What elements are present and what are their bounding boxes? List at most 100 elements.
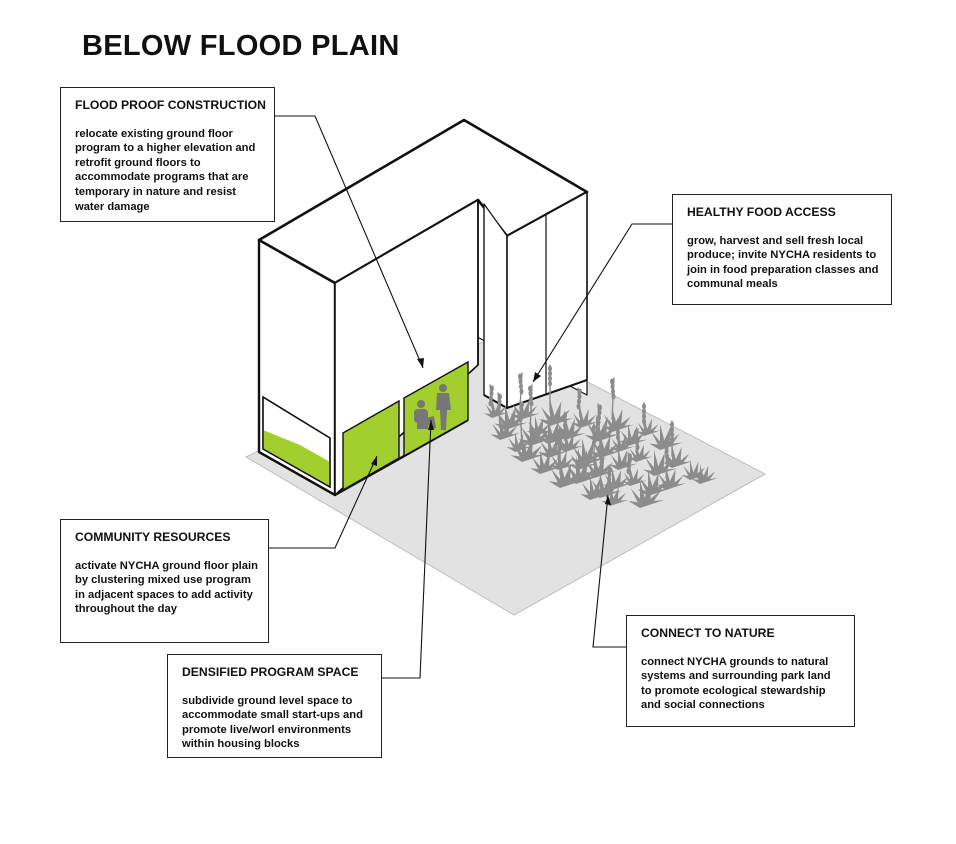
- seed-head-icon: [607, 471, 612, 478]
- grass-clump-icon: [556, 430, 584, 452]
- seed-head-icon: [563, 422, 567, 429]
- grass-clump-icon: [637, 470, 671, 496]
- seed-head-icon: [635, 444, 640, 451]
- grass-clump-icon: [571, 406, 599, 428]
- seed-head-icon: [592, 439, 596, 446]
- seed-head-icon: [634, 434, 639, 441]
- seed-head-icon: [489, 390, 494, 397]
- seed-head-icon: [518, 373, 522, 380]
- seed-head-icon: [497, 398, 502, 405]
- callout-healthy-food-access: HEALTHY FOOD ACCESS grow, harvest and se…: [672, 194, 892, 305]
- seed-head-icon: [597, 414, 601, 421]
- seed-head-icon: [610, 383, 615, 390]
- seed-head-icon: [529, 400, 534, 407]
- seed-head-icon: [490, 385, 494, 392]
- leader-flood-proof: [275, 115, 424, 369]
- page-title: BELOW FLOOD PLAIN: [82, 30, 400, 62]
- grass-clump-icon: [506, 431, 533, 452]
- grass-clump-icon: [610, 432, 635, 452]
- grass-clump-icon: [530, 450, 561, 474]
- seed-head-icon: [518, 416, 523, 423]
- seed-head-icon: [592, 429, 596, 436]
- callout-densified-program-space: DENSIFIED PROGRAM SPACE subdivide ground…: [167, 654, 382, 758]
- grass-clump-icon: [484, 364, 718, 508]
- seed-head-icon: [599, 459, 604, 466]
- seed-head-icon: [577, 393, 582, 400]
- seed-head-icon: [578, 388, 582, 395]
- callout-heading: COMMUNITY RESOURCES: [75, 530, 231, 544]
- leader-densified: [382, 419, 432, 679]
- seed-head-icon: [635, 439, 639, 446]
- program-room-right: [403, 360, 469, 458]
- grass-clump-icon: [656, 466, 687, 490]
- callout-body: grow, harvest and sell fresh local produ…: [687, 234, 879, 291]
- grass-clump-icon: [510, 435, 546, 462]
- grass-clump-icon: [510, 396, 541, 420]
- seed-head-icon: [642, 413, 646, 420]
- grass-clump-icon: [589, 433, 622, 458]
- seed-head-icon: [592, 424, 596, 431]
- seed-head-icon: [616, 424, 620, 431]
- seed-head-icon: [576, 403, 581, 410]
- callout-heading: HEALTHY FOOD ACCESS: [687, 205, 836, 219]
- seed-head-icon: [520, 401, 524, 408]
- seed-head-icon: [519, 411, 523, 418]
- seed-head-icon: [548, 365, 552, 372]
- grass-clump-icon: [643, 450, 677, 476]
- seed-head-icon: [665, 453, 669, 460]
- callout-heading: CONNECT TO NATURE: [641, 626, 775, 640]
- grass-clump-icon: [622, 466, 647, 486]
- grass-clump-icon: [628, 442, 653, 462]
- seed-head-icon: [670, 421, 674, 428]
- leader-nature: [592, 494, 626, 648]
- seed-head-icon: [626, 468, 631, 475]
- seed-head-icon: [558, 442, 562, 449]
- grass-clump-icon: [484, 398, 509, 418]
- seed-head-icon: [548, 370, 552, 377]
- seed-head-icon: [616, 419, 620, 426]
- seed-head-icon: [529, 395, 533, 402]
- seed-head-icon: [563, 412, 567, 419]
- callout-flood-proof-construction: FLOOD PROOF CONSTRUCTION relocate existi…: [60, 87, 275, 222]
- seed-head-icon: [497, 403, 501, 410]
- seed-head-icon: [528, 385, 532, 392]
- seed-head-icon: [670, 426, 674, 433]
- callout-heading: FLOOD PROOF CONSTRUCTION: [75, 98, 266, 112]
- seed-head-icon: [498, 393, 502, 400]
- seed-head-icon: [610, 378, 614, 385]
- leader-healthy-food: [532, 223, 672, 383]
- callout-heading: DENSIFIED PROGRAM SPACE: [182, 665, 359, 679]
- seed-head-icon: [664, 443, 668, 450]
- seed-head-icon: [563, 417, 567, 424]
- grass-clump-icon: [691, 463, 718, 484]
- seed-head-icon: [634, 429, 638, 436]
- seed-head-icon: [548, 375, 552, 382]
- grass-clump-icon: [636, 416, 661, 436]
- grass-clump-icon: [662, 444, 693, 468]
- seed-head-icon: [608, 466, 612, 473]
- callout-body: subdivide ground level space to accommod…: [182, 694, 363, 751]
- seed-head-icon: [558, 427, 562, 434]
- seed-head-icon: [598, 404, 602, 411]
- seed-head-icon: [664, 448, 669, 455]
- grass-clump-icon: [537, 418, 571, 444]
- seed-head-icon: [518, 378, 523, 385]
- seed-head-icon: [488, 400, 493, 407]
- grass-clump-icon: [494, 404, 528, 430]
- seed-head-icon: [597, 409, 602, 416]
- seed-head-icon: [642, 418, 646, 425]
- seed-head-icon: [665, 458, 670, 465]
- seed-head-icon: [519, 383, 523, 390]
- seed-head-icon: [642, 408, 646, 415]
- leader-lines: [269, 115, 672, 679]
- ground-floor-program: [262, 360, 469, 492]
- grass-clump-icon: [649, 424, 683, 450]
- seed-head-icon: [496, 408, 501, 415]
- seed-head-icon: [599, 454, 603, 461]
- callout-connect-to-nature: CONNECT TO NATURE connect NYCHA grounds …: [626, 615, 855, 727]
- callout-body: relocate existing ground floor program t…: [75, 127, 256, 213]
- seed-head-icon: [519, 406, 524, 413]
- seed-head-icon: [611, 393, 616, 400]
